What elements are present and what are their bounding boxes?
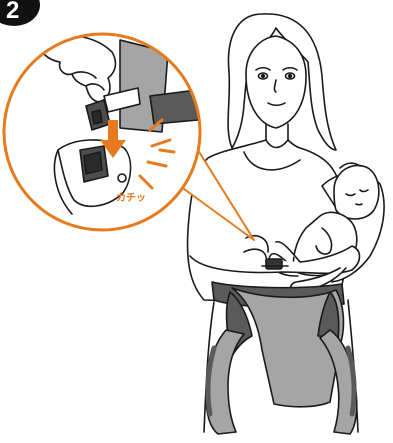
carrier-buckle	[266, 259, 282, 269]
step-number: 2	[6, 0, 19, 24]
callout-circle	[4, 34, 200, 230]
baby-head	[334, 165, 379, 219]
click-sound-label: カチッ	[116, 193, 146, 205]
step-badge: 2	[0, 0, 40, 26]
